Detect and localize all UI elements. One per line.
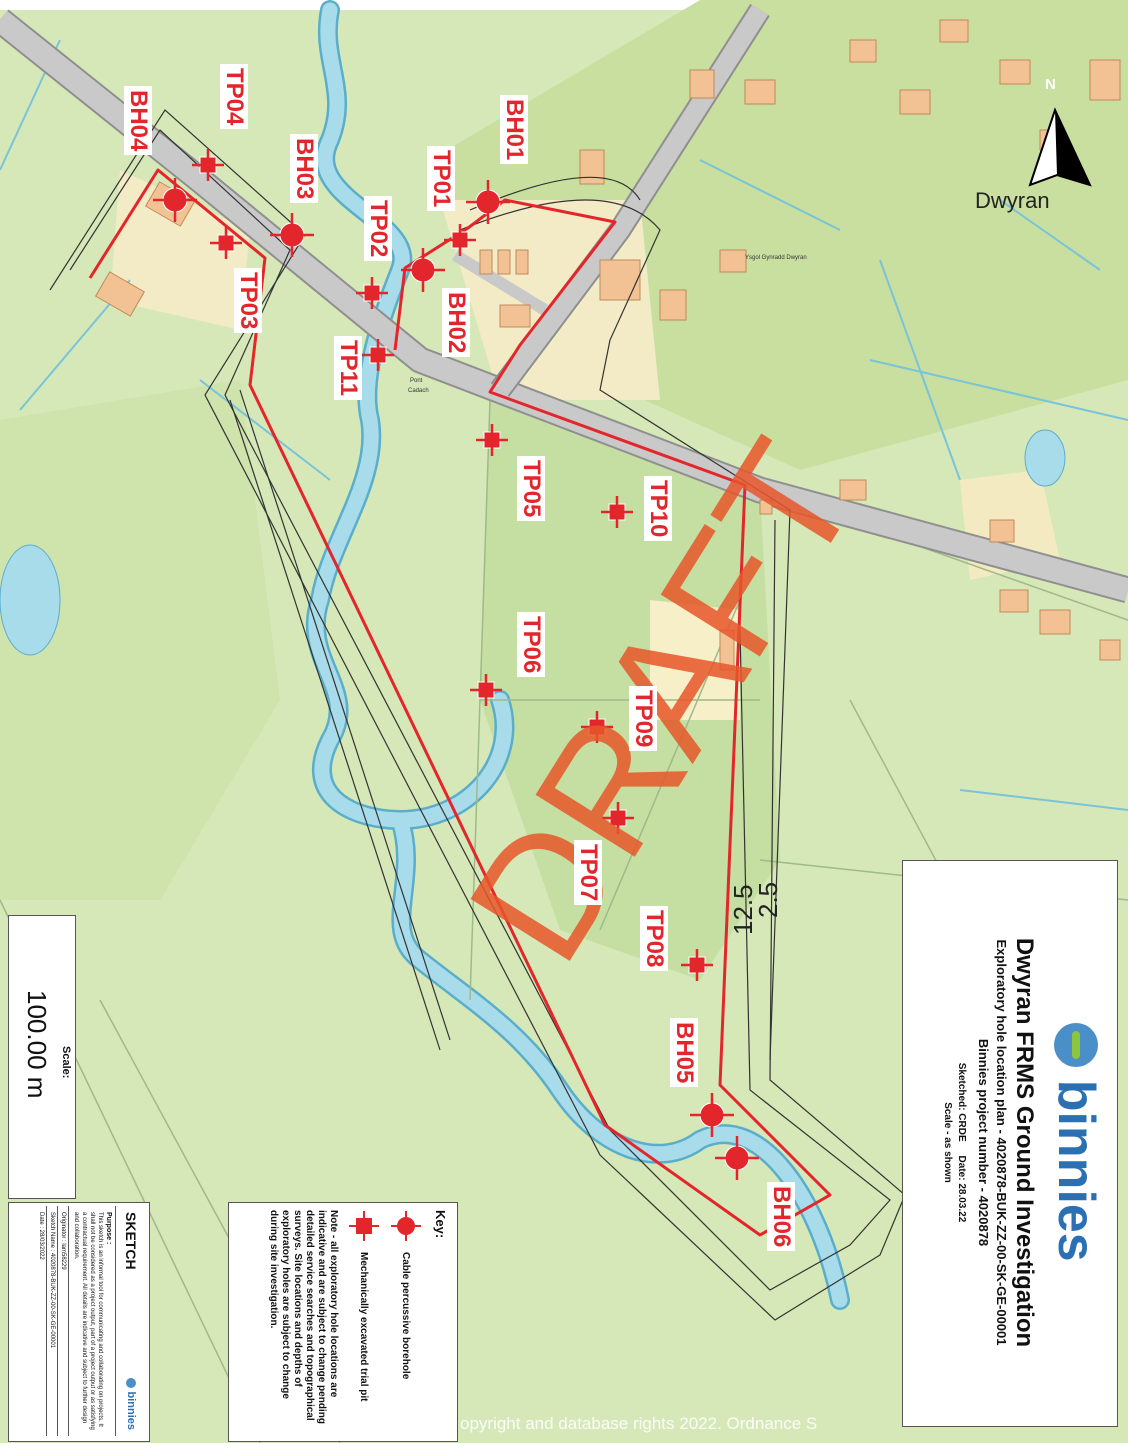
binnies-logo-text: binnies — [1047, 1079, 1105, 1262]
cul-de-sac — [451, 249, 549, 316]
sketch-panel — [8, 1202, 150, 1442]
trial-pit-key-icon — [349, 1211, 379, 1241]
buildings — [94, 19, 1121, 671]
label-tp02: TP02 — [364, 196, 392, 262]
place-cadach: Cadach — [408, 388, 429, 394]
label-tp08: TP08 — [640, 906, 668, 972]
marker-bh05 — [690, 1093, 734, 1137]
label-bh01: BH01 — [500, 95, 528, 165]
label-bh02: BH02 — [442, 288, 470, 358]
field-west — [0, 380, 280, 900]
north-arrow-icon — [1028, 107, 1092, 187]
scale-value: 100.00 m — [22, 990, 52, 1099]
label-bh05: BH05 — [670, 1018, 698, 1088]
label-tp07: TP07 — [574, 840, 602, 906]
trial-pit-key-label: Mechanically excavated trial pit — [358, 1252, 370, 1402]
buffer-lines — [49, 109, 906, 1321]
binnies-logo: binnies — [1038, 870, 1112, 1415]
title-text: Dwyran FRMS Ground Investigation — [1011, 937, 1038, 1348]
pond-east — [1024, 429, 1066, 487]
label-tp01: TP01 — [427, 146, 455, 212]
pond-west — [0, 544, 61, 656]
sketch-logo-icon — [125, 1378, 136, 1389]
label-tp05: TP05 — [517, 456, 545, 522]
title-date: Date: 28.03.22 — [956, 1155, 967, 1223]
marker-tp03 — [210, 227, 242, 259]
sketch-logo-text: binnies — [125, 1391, 137, 1430]
marker-bh06 — [715, 1136, 759, 1180]
purpose-label: Purpose : — [105, 1212, 112, 1245]
copyright-text: opyright and database rights 2022. Ordna… — [460, 1414, 818, 1433]
sketch-logo: binnies — [125, 1378, 137, 1430]
marker-tp04 — [192, 149, 224, 181]
borehole-key-label: Cable percussive borehole — [400, 1252, 412, 1380]
marker-tp01 — [444, 224, 476, 256]
marker-tp06 — [470, 674, 502, 706]
place-pont: Pont — [410, 378, 423, 384]
label-bh06: BH06 — [767, 1182, 795, 1252]
exploratory-hole-markers — [153, 149, 759, 1180]
scale-note: Scale - as shown — [942, 1102, 953, 1183]
top-margin — [0, 0, 1128, 10]
marker-tp05 — [476, 424, 508, 456]
subtitle-text: Exploratory hole location plan - 4020878… — [994, 939, 1009, 1346]
label-tp04: TP04 — [220, 64, 248, 130]
key-heading: Key: — [433, 1210, 448, 1239]
village-label: Dwyran — [975, 188, 1050, 213]
marker-tp09 — [581, 711, 613, 743]
label-tp06: TP06 — [517, 612, 545, 678]
place-ysgol: Ysgol Gynradd Dwyran — [745, 255, 807, 261]
sketch-date-text: Date : 28/03/2022 — [36, 1206, 47, 1436]
purpose-text: This sketch is an informal tool for comm… — [73, 1212, 103, 1430]
marker-bh02 — [401, 248, 445, 292]
river — [308, 2, 848, 1308]
sketched-by: Sketched: CRDE — [956, 1062, 967, 1142]
title-block-content: binnies Dwyran FRMS Ground Investigation… — [907, 870, 1112, 1415]
label-tp09: TP09 — [629, 686, 657, 752]
sketch-name-text: Sketch Name : 4020878-BUK-ZZ-00-SK-GE-00… — [47, 1206, 58, 1436]
label-tp03: TP03 — [234, 268, 262, 334]
marker-tp10 — [601, 496, 633, 528]
contour-label-b: 2.5 — [753, 881, 783, 918]
project-number-text: Binnies project number - 4020878 — [976, 1038, 991, 1247]
marker-bh01 — [466, 180, 510, 224]
sketch-heading: SKETCH — [123, 1212, 139, 1270]
scale-label: Scale: — [60, 1046, 72, 1079]
marker-tp02 — [356, 277, 388, 309]
label-tp11: TP11 — [334, 336, 362, 401]
borehole-key-icon — [391, 1211, 421, 1241]
key-note: Note - all exploratory hole locations ar… — [268, 1210, 339, 1424]
key-content: Key: Cable percussive borehole Mechanica… — [232, 1206, 452, 1436]
residential-plot-west — [110, 170, 250, 330]
originator-text: Originator : lam58229 — [58, 1206, 69, 1436]
marker-bh03 — [270, 213, 314, 257]
north-label: N — [1045, 76, 1056, 93]
marker-tp11 — [362, 339, 394, 371]
title-block — [902, 860, 1118, 1427]
label-bh04: BH04 — [124, 86, 152, 156]
binnies-logo-icon — [1054, 1023, 1098, 1068]
sketch-content: SKETCH binnies Purpose : This sketch is … — [12, 1206, 146, 1436]
label-bh03: BH03 — [290, 134, 318, 204]
scale-panel — [8, 915, 76, 1199]
key-panel — [228, 1202, 458, 1442]
marker-tp07 — [602, 802, 634, 834]
marker-tp08 — [681, 949, 713, 981]
marker-bh04 — [153, 178, 197, 222]
label-tp10: TP10 — [644, 476, 672, 542]
residential-plot-tothiau — [650, 600, 740, 720]
